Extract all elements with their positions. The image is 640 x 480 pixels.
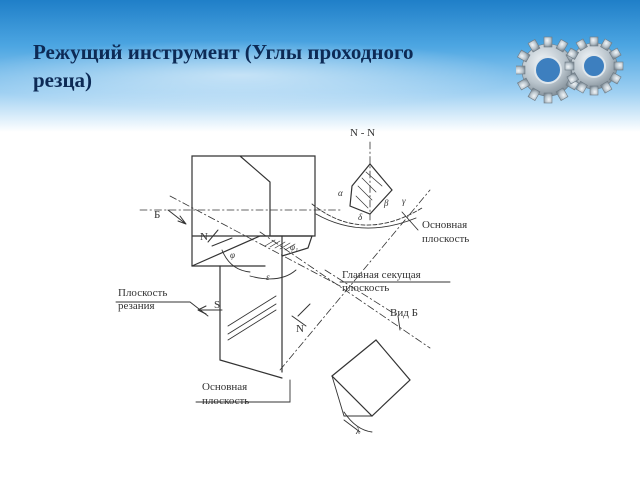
label-view-b: Вид Б bbox=[390, 307, 418, 319]
label-section-n-bottom: N bbox=[296, 323, 304, 335]
label-base-plane-bottom-1: Основная bbox=[202, 381, 247, 393]
gears-icon bbox=[516, 36, 624, 104]
slide-header: Режущий инструмент (Углы проходного резц… bbox=[0, 0, 640, 132]
cutting-plane-line bbox=[169, 195, 341, 287]
angle-alpha: α bbox=[338, 188, 343, 198]
slide-title: Режущий инструмент (Углы проходного резц… bbox=[33, 38, 503, 94]
angle-lambda: λ bbox=[355, 426, 360, 436]
view-b-profile bbox=[331, 339, 411, 417]
label-base-plane-top-1: Основная bbox=[422, 219, 467, 231]
tool-hatch bbox=[227, 295, 277, 341]
title-line-2: резца) bbox=[33, 68, 93, 92]
section-mark-bottom bbox=[291, 303, 311, 327]
section-nn-leader bbox=[401, 211, 419, 231]
label-feed-s: S bbox=[214, 299, 220, 311]
section-nn-hatch bbox=[355, 171, 383, 209]
cutting-tool-diagram: N - N Б N N S Основная плоскость Главная… bbox=[115, 127, 469, 436]
section-nn-arc bbox=[315, 213, 417, 229]
angle-phi-arc bbox=[221, 249, 251, 273]
angle-phi1: φ₁ bbox=[290, 242, 298, 252]
header-glow bbox=[0, 40, 520, 110]
section-mark-top bbox=[207, 229, 233, 247]
label-cutting-plane-1: Плоскость bbox=[118, 287, 167, 299]
main-secant-line bbox=[279, 189, 431, 371]
angle-beta: β bbox=[383, 198, 389, 208]
leader-base-plane-bottom bbox=[195, 379, 291, 403]
angle-gamma: γ bbox=[402, 196, 406, 206]
label-cutting-plane-2: резания bbox=[118, 300, 155, 312]
angle-delta: δ bbox=[358, 212, 363, 222]
label-base-plane-bottom-2: плоскость bbox=[202, 395, 249, 407]
label-section-nn: N - N bbox=[350, 127, 375, 139]
tool-shank bbox=[219, 235, 283, 379]
view-b-line bbox=[324, 269, 399, 317]
label-arrow-b: Б bbox=[154, 209, 160, 221]
angle-epsilon-arc bbox=[249, 269, 297, 280]
main-edge-hatch bbox=[264, 239, 296, 251]
tool-cutting-edges bbox=[191, 235, 313, 267]
section-nn-profile bbox=[349, 163, 393, 215]
arrow-b bbox=[167, 209, 187, 225]
leader-cutting-plane bbox=[115, 301, 209, 317]
label-main-secant-2: плоскость bbox=[342, 282, 389, 294]
base-plane-line bbox=[259, 231, 431, 349]
label-base-plane-top-2: плоскость bbox=[422, 233, 469, 245]
view-b-arc bbox=[343, 411, 373, 433]
angle-epsilon: ε bbox=[266, 272, 270, 282]
label-section-n-left: N bbox=[200, 231, 208, 243]
title-line-1: Режущий инструмент (Углы проходного bbox=[33, 40, 414, 64]
view-b-leader bbox=[343, 419, 361, 433]
angle-phi: φ bbox=[230, 250, 235, 260]
workpiece-outline bbox=[191, 155, 316, 267]
label-main-secant-1: Главная секущая bbox=[342, 269, 421, 281]
view-b-edge bbox=[331, 375, 373, 417]
section-nn-arc-outer bbox=[311, 203, 423, 226]
leader-view-b bbox=[397, 315, 401, 331]
